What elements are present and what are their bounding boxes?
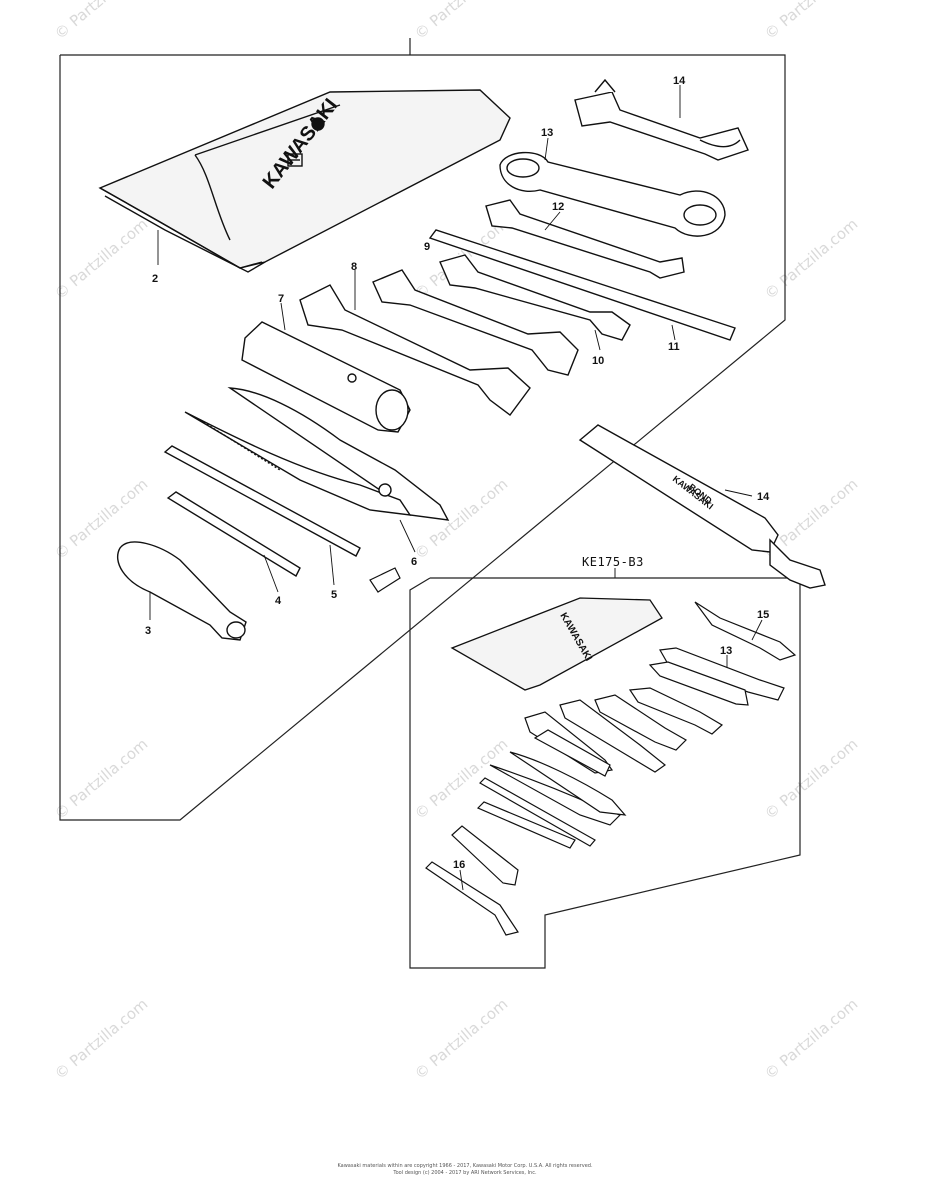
watermark-text: © Partzilla.com xyxy=(411,475,511,563)
callout-numbers: 2 3 4 5 6 7 8 9 10 11 12 13 14 14 15 13 … xyxy=(145,75,770,871)
open-wrench-12 xyxy=(485,199,685,279)
callout-8: 8 xyxy=(351,261,357,273)
subkit-drivers xyxy=(425,777,596,936)
subassembly-label: KE175-B3 xyxy=(582,555,644,569)
subkit-tool-roll xyxy=(450,597,663,691)
callout-13: 13 xyxy=(541,127,553,139)
subkit-pliers xyxy=(489,751,627,826)
tool-roll xyxy=(98,89,511,273)
extension-bar xyxy=(428,229,736,341)
subkit-wrenches xyxy=(524,601,797,777)
callout-2: 2 xyxy=(152,273,158,285)
main-kit-frame xyxy=(59,54,786,821)
open-wrench-8 xyxy=(299,284,531,416)
watermark-text: © Partzilla.com xyxy=(761,0,861,43)
open-wrench-9 xyxy=(372,269,579,376)
watermark-text: © Partzilla.com xyxy=(411,995,511,1083)
screwdriver-shaft-4 xyxy=(166,491,301,577)
subkit-frame xyxy=(409,577,801,969)
callout-16: 16 xyxy=(453,859,465,871)
screwdriver-shaft-5 xyxy=(163,445,361,557)
ring-wrench xyxy=(499,151,726,237)
footer-line-1: Kawasaki materials within are copyright … xyxy=(337,1163,593,1169)
callout-3: 3 xyxy=(145,625,151,637)
driver-bit xyxy=(369,567,401,593)
callout-15: 15 xyxy=(757,609,769,621)
callout-7: 7 xyxy=(278,293,284,305)
watermark-text: © Partzilla.com xyxy=(51,215,151,303)
callout-5: 5 xyxy=(331,589,337,601)
watermark-text: © Partzilla.com xyxy=(51,735,151,823)
callout-13-sub: 13 xyxy=(720,645,732,657)
plug-wrench xyxy=(241,321,411,433)
screwdriver-handle xyxy=(116,541,247,641)
callout-6: 6 xyxy=(411,556,417,568)
watermark-text: © Partzilla.com xyxy=(411,0,511,43)
bond-tube xyxy=(578,424,826,589)
footer-copyright: Kawasaki materials within are copyright … xyxy=(0,1163,930,1177)
callout-11: 11 xyxy=(668,341,680,353)
callout-4: 4 xyxy=(275,595,282,607)
watermark-text: © Partzilla.com xyxy=(51,0,151,43)
leader-lines xyxy=(149,85,763,891)
callout-14: 14 xyxy=(757,491,770,503)
watermark-text: © Partzilla.com xyxy=(51,995,151,1083)
callout-12: 12 xyxy=(552,201,564,213)
callout-14-top: 14 xyxy=(673,75,686,87)
callout-10: 10 xyxy=(592,355,604,367)
watermark-text: © Partzilla.com xyxy=(761,215,861,303)
open-wrench-10 xyxy=(439,254,631,341)
watermark-text: © Partzilla.com xyxy=(761,735,861,823)
callout-9: 9 xyxy=(424,241,430,253)
footer-line-2: Tool design (c) 2004 - 2017 by ARI Netwo… xyxy=(393,1170,537,1176)
watermark-text: © Partzilla.com xyxy=(761,995,861,1083)
pliers xyxy=(184,387,450,521)
wrench-top xyxy=(574,78,749,161)
